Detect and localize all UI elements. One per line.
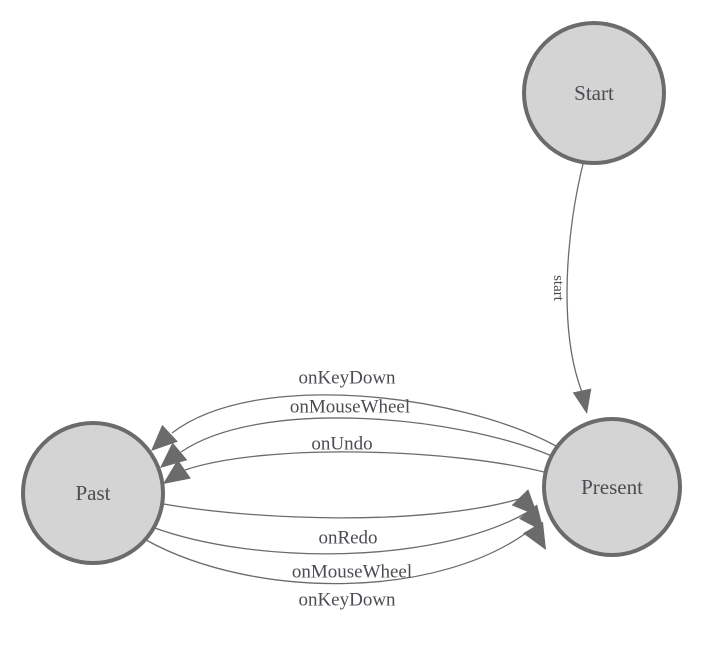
edge-past-to-present-onkeydown <box>145 527 534 585</box>
node-present <box>542 417 682 557</box>
edge-label-past-to-present-onmousewheel: onMouseWheel <box>292 562 412 583</box>
edge-label-present-to-past-onkeydown: onKeyDown <box>298 368 396 389</box>
edge-label-past-to-present-onkeydown: onKeyDown <box>298 590 396 611</box>
arrowhead-present-to-past-onundo <box>163 459 191 484</box>
edge-start-to-present <box>566 159 585 393</box>
arrowhead-present-to-past-onmousewheel <box>160 442 188 468</box>
edge-present-to-past-onundo <box>184 451 549 474</box>
edge-label-past-to-present-onredo: onRedo <box>318 528 377 549</box>
node-label-present: Present <box>581 475 643 499</box>
node-past <box>21 421 165 565</box>
arrowhead-past-to-present-onkeydown <box>523 521 546 550</box>
arrowhead-start-to-present <box>572 388 592 414</box>
node-label-start: Start <box>574 81 614 105</box>
arrowhead-present-to-past-onkeydown <box>151 424 178 451</box>
edge-label-start-to-present: start <box>550 275 566 302</box>
edge-label-present-to-past-onmousewheel: onMouseWheel <box>290 397 410 418</box>
edge-past-to-present-onredo <box>157 498 520 519</box>
edge-label-present-to-past-onundo: onUndo <box>311 434 372 455</box>
edge-past-to-present-onmousewheel <box>151 511 529 555</box>
edge-present-to-past-onmousewheel <box>180 417 553 457</box>
edge-present-to-past-onkeydown <box>171 394 557 447</box>
node-label-past: Past <box>75 481 110 505</box>
node-start <box>522 21 666 165</box>
